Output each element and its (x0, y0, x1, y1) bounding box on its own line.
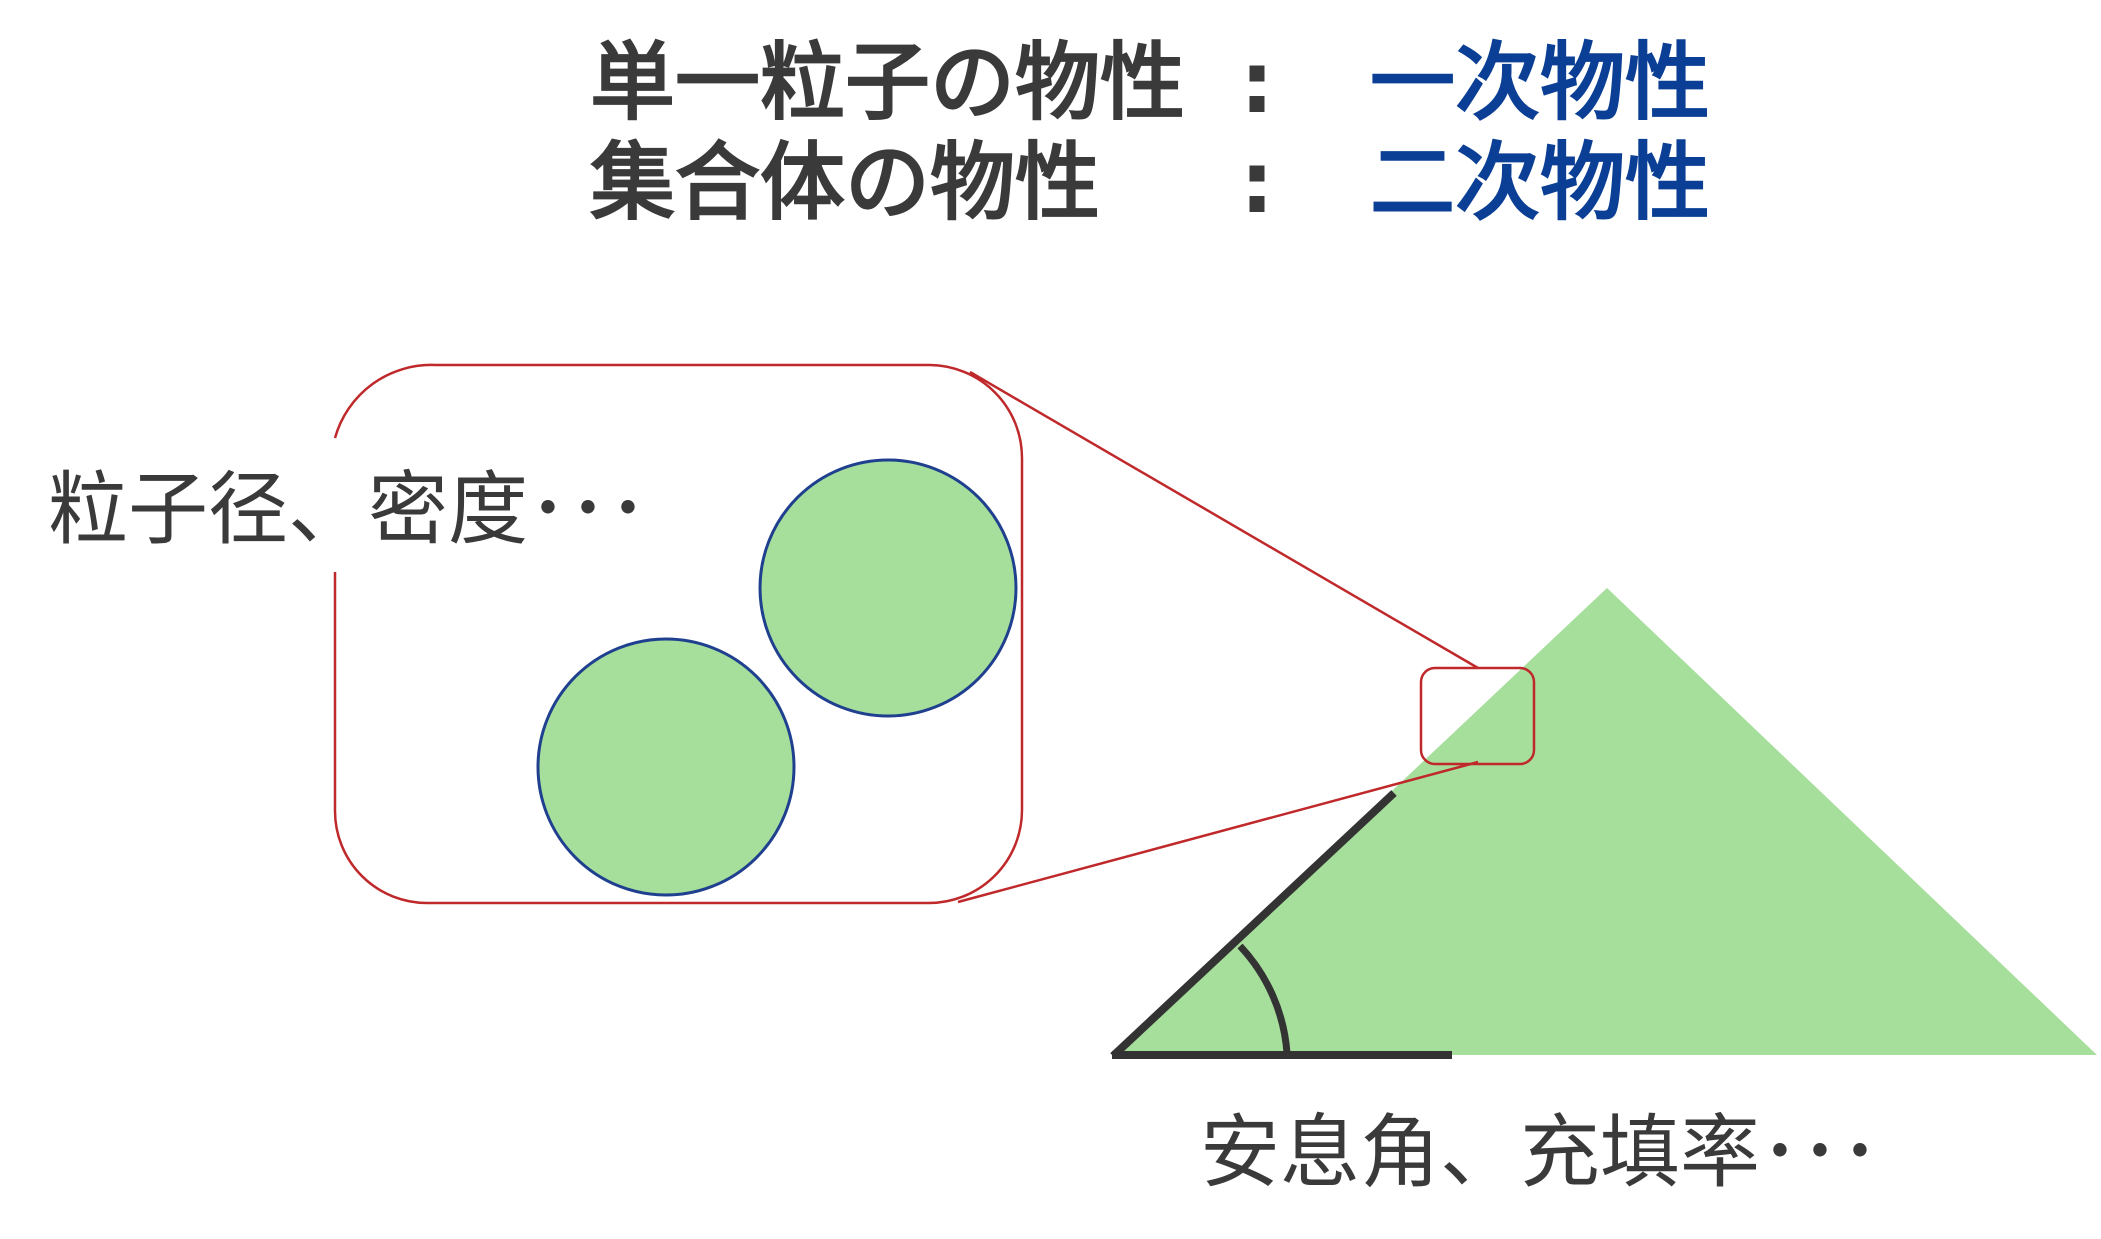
zoom-region-marker (1419, 666, 1536, 766)
aggregate-separator: : (1240, 134, 1274, 233)
slope-line (1110, 790, 1397, 1059)
particle-lower (536, 637, 796, 897)
particle-properties-label: 粒子径、密度･･･ (48, 463, 648, 556)
single-particle-separator: : (1240, 34, 1274, 133)
angle-arc (1237, 943, 1291, 1054)
angle-of-repose-marker (1110, 790, 1452, 1059)
aggregate-label: 集合体の物性 (589, 134, 1100, 233)
primary-property-label: 一次物性 (1370, 34, 1710, 133)
particle-upper (758, 458, 1018, 718)
zoom-connector-top (969, 370, 1479, 670)
secondary-property-label: 二次物性 (1370, 134, 1710, 233)
magnified-view-frame (333, 363, 1024, 905)
bulk-properties-label: 安息角、充填率･･･ (1200, 1106, 1880, 1199)
header: 単一粒子の物性 : 一次物性 集合体の物性 : 二次物性 (589, 34, 1710, 233)
powder-pile (1112, 588, 2097, 1055)
zoom-connector-bottom (957, 760, 1479, 904)
single-particle-label: 単一粒子の物性 (590, 34, 1185, 133)
